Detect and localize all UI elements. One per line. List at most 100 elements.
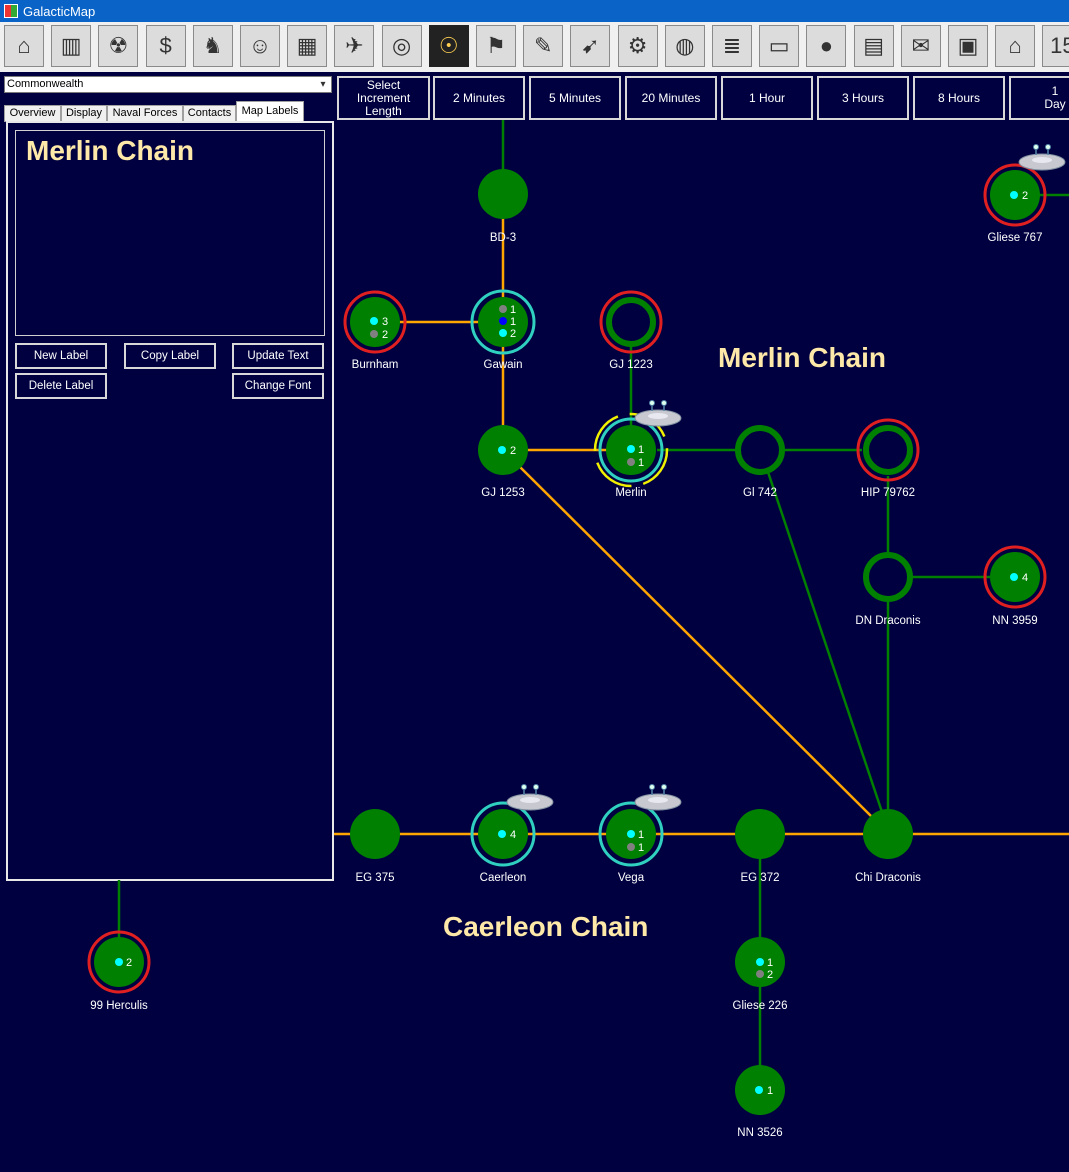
map-labels-panel: Merlin Chain New Label Copy Label Update… bbox=[6, 121, 334, 881]
event-log-icon[interactable]: ● bbox=[806, 25, 847, 67]
system-gl742[interactable]: Gl 742 bbox=[735, 425, 785, 499]
system-chidraconis[interactable]: Chi Draconis bbox=[855, 809, 921, 884]
reports-icon[interactable]: ✎ bbox=[523, 25, 564, 67]
system-burnham[interactable]: 3 2 Burnham bbox=[343, 290, 407, 371]
system-dndraconis[interactable]: DN Draconis bbox=[855, 552, 921, 627]
svg-text:1: 1 bbox=[638, 829, 644, 841]
svg-text:Chi Draconis: Chi Draconis bbox=[855, 872, 921, 884]
calendar-icon[interactable]: 15 bbox=[1042, 25, 1069, 67]
wealth-icon[interactable]: $ bbox=[145, 25, 186, 67]
tab-overview[interactable]: Overview bbox=[4, 105, 61, 122]
system-gj1253[interactable]: 2 GJ 1253 bbox=[478, 425, 528, 499]
increment-5-minutes-button[interactable]: 5 Minutes bbox=[529, 76, 621, 120]
svg-text:EG 372: EG 372 bbox=[741, 872, 780, 884]
system-nn3526[interactable]: 1 NN 3526 bbox=[735, 1065, 785, 1139]
system-gliese226[interactable]: 1 2 Gliese 226 bbox=[733, 937, 788, 1012]
system-gj1223[interactable]: GJ 1223 bbox=[599, 290, 663, 371]
planet-icon[interactable]: ◍ bbox=[664, 25, 705, 67]
increment-8-hours-button[interactable]: 8 Hours bbox=[913, 76, 1005, 120]
surveyed-links bbox=[334, 218, 1069, 836]
svg-text:99 Herculis: 99 Herculis bbox=[90, 1000, 148, 1012]
intelligence-icon[interactable]: ✉ bbox=[900, 25, 941, 67]
chain-label-caerleon[interactable]: Caerleon Chain bbox=[443, 911, 648, 942]
ship-icon[interactable] bbox=[1018, 143, 1066, 171]
svg-text:1: 1 bbox=[510, 304, 516, 316]
svg-text:GJ 1253: GJ 1253 bbox=[481, 487, 524, 499]
class-design-icon[interactable]: ▦ bbox=[287, 25, 328, 67]
ship-icon[interactable] bbox=[634, 399, 682, 427]
race-icon[interactable]: ⚑ bbox=[476, 25, 516, 67]
svg-text:NN 3959: NN 3959 bbox=[992, 615, 1037, 627]
svg-text:Gliese 226: Gliese 226 bbox=[733, 1000, 788, 1012]
svg-text:Caerleon: Caerleon bbox=[480, 872, 527, 884]
tab-contacts[interactable]: Contacts bbox=[183, 105, 236, 122]
svg-text:Burnham: Burnham bbox=[352, 359, 399, 371]
industry-icon[interactable]: ▥ bbox=[51, 25, 92, 67]
copy-label-button[interactable]: Copy Label bbox=[124, 343, 216, 369]
tab-naval-forces[interactable]: Naval Forces bbox=[107, 105, 183, 122]
mining-icon[interactable]: ☢ bbox=[98, 25, 139, 67]
update-text-button[interactable]: Update Text bbox=[232, 343, 324, 369]
increment-1-hour-button[interactable]: 1 Hour bbox=[721, 76, 813, 120]
svg-text:Gliese 767: Gliese 767 bbox=[988, 232, 1043, 244]
sensors-icon[interactable]: ◎ bbox=[381, 25, 422, 67]
system-gawain[interactable]: 1 1 2 Gawain bbox=[470, 289, 536, 371]
svg-text:GJ 1223: GJ 1223 bbox=[609, 359, 652, 371]
increment-1-day-button[interactable]: 1 Day bbox=[1009, 76, 1069, 120]
components-icon[interactable]: ▤ bbox=[853, 25, 894, 67]
system-merlin[interactable]: 1 1 Merlin bbox=[593, 412, 669, 499]
technology-icon[interactable]: ≣ bbox=[712, 25, 752, 67]
svg-text:4: 4 bbox=[1022, 572, 1028, 584]
svg-text:EG 375: EG 375 bbox=[356, 872, 395, 884]
fleet-icon[interactable]: ✈ bbox=[334, 25, 375, 67]
svg-text:2: 2 bbox=[382, 329, 388, 341]
ship-icon[interactable] bbox=[506, 783, 554, 811]
system-hip79762[interactable]: HIP 79762 bbox=[856, 418, 920, 499]
system-eg372[interactable]: EG 372 bbox=[735, 809, 785, 884]
ground-units-icon[interactable]: ♞ bbox=[192, 25, 233, 67]
system-bd3[interactable]: BD-3 bbox=[478, 169, 528, 244]
increment-2-minutes-button[interactable]: 2 Minutes bbox=[433, 76, 525, 120]
chevron-down-icon[interactable]: ▾ bbox=[320, 79, 326, 90]
new-label-button[interactable]: New Label bbox=[15, 343, 107, 369]
label-text-input[interactable]: Merlin Chain bbox=[15, 130, 325, 336]
app-icon bbox=[4, 4, 18, 18]
svg-text:1: 1 bbox=[638, 842, 644, 854]
government-icon[interactable]: ⌂ bbox=[995, 25, 1036, 67]
svg-text:4: 4 bbox=[510, 829, 516, 841]
ship-icon[interactable] bbox=[634, 783, 682, 811]
shipping-icon[interactable]: ▣ bbox=[948, 25, 988, 67]
chain-label-merlin[interactable]: Merlin Chain bbox=[718, 342, 886, 373]
svg-text:2: 2 bbox=[510, 328, 516, 340]
system-nn3959[interactable]: 4 NN 3959 bbox=[983, 545, 1047, 627]
svg-text:1: 1 bbox=[510, 316, 516, 328]
turrets-icon[interactable]: ⚙ bbox=[617, 25, 658, 67]
system-herculis99[interactable]: 2 99 Herculis bbox=[87, 930, 151, 1012]
svg-text:2: 2 bbox=[126, 957, 132, 969]
missiles-icon[interactable]: ➹ bbox=[570, 25, 611, 67]
change-font-button[interactable]: Change Font bbox=[232, 373, 324, 399]
increment-20-minutes-button[interactable]: 20 Minutes bbox=[625, 76, 717, 120]
population-icon[interactable]: ⌂ bbox=[4, 25, 44, 67]
title-bar: GalacticMap bbox=[0, 0, 1069, 22]
system-caerleon[interactable]: 4 Caerleon bbox=[470, 801, 536, 884]
svg-text:2: 2 bbox=[1022, 190, 1028, 202]
research-icon[interactable]: ▭ bbox=[759, 25, 800, 67]
system-gliese767[interactable]: 2 Gliese 767 bbox=[983, 163, 1047, 244]
increment-3-hours-button[interactable]: 3 Hours bbox=[817, 76, 909, 120]
tab-map-labels[interactable]: Map Labels bbox=[236, 101, 304, 122]
svg-text:HIP 79762: HIP 79762 bbox=[861, 487, 915, 499]
system-eg375[interactable]: EG 375 bbox=[350, 809, 400, 884]
svg-text:BD-3: BD-3 bbox=[490, 232, 516, 244]
svg-text:1: 1 bbox=[638, 457, 644, 469]
commanders-icon[interactable]: ☺ bbox=[240, 25, 280, 67]
system-view-icon[interactable]: ☉ bbox=[428, 25, 469, 67]
toolbar: ⌂▥☢$♞☺▦✈◎☉⚑✎➹⚙◍≣▭●▤✉▣⌂15 bbox=[0, 22, 1069, 72]
system-vega[interactable]: 1 1 Vega bbox=[598, 801, 664, 884]
faction-select[interactable]: Commonwealth ▾ bbox=[4, 76, 332, 93]
delete-label-button[interactable]: Delete Label bbox=[15, 373, 107, 399]
increment-title-button[interactable]: Select Increment Length bbox=[337, 76, 430, 120]
tab-display[interactable]: Display bbox=[61, 105, 107, 122]
svg-text:Gl 742: Gl 742 bbox=[743, 487, 777, 499]
svg-text:2: 2 bbox=[767, 969, 773, 981]
